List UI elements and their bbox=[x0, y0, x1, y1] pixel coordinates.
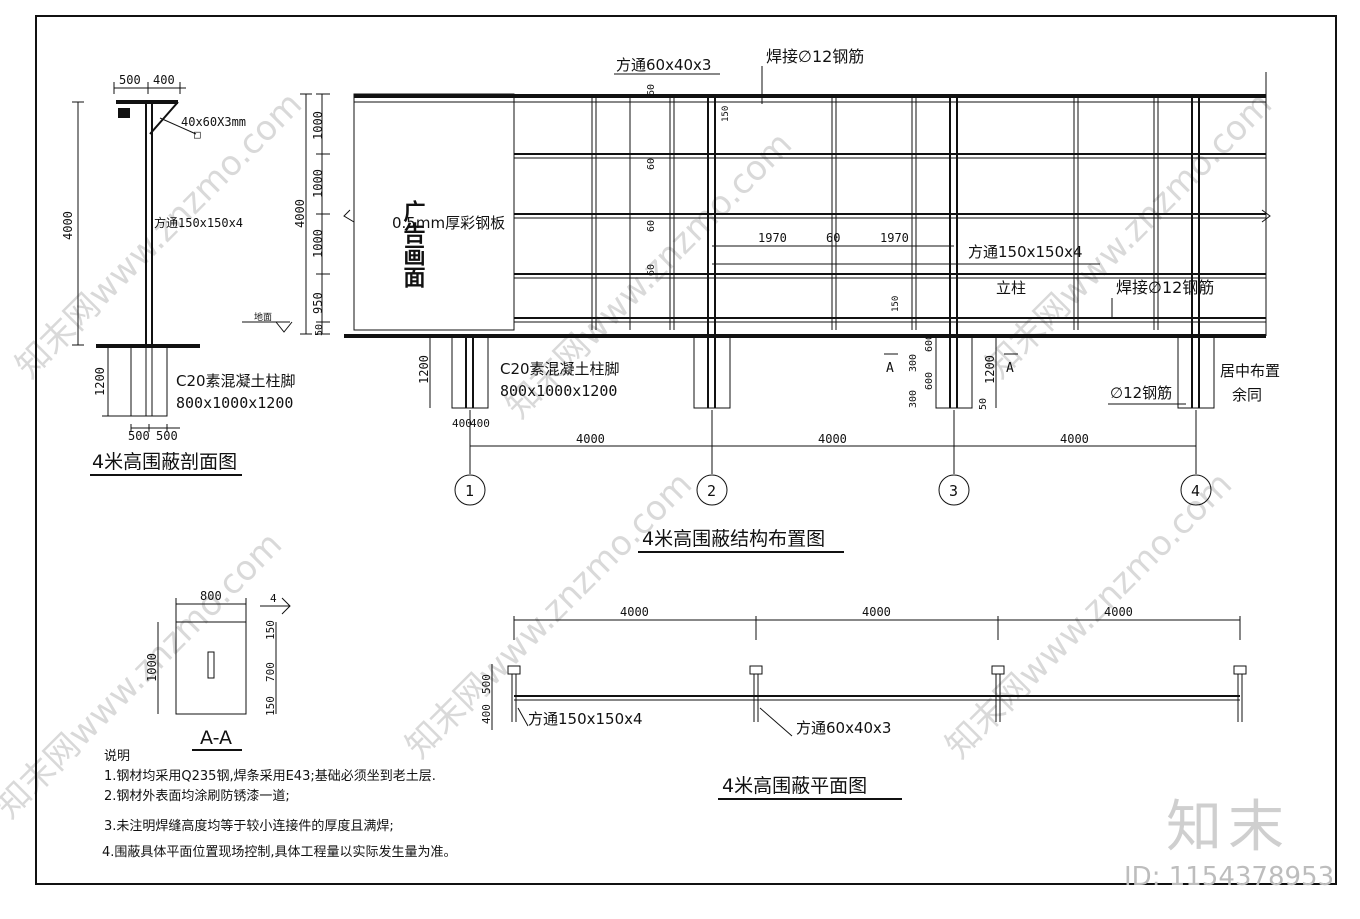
row-dim: 1000 bbox=[311, 169, 325, 198]
plan-view: 4000 4000 4000 500 400 方通150x150x4 方通60x… bbox=[480, 605, 1247, 800]
rebar-label: ∅12钢筋 bbox=[1110, 384, 1172, 402]
dim-150: 150 bbox=[721, 106, 731, 122]
dim-1200-b: 1200 bbox=[417, 355, 431, 384]
footing-label-b: 800x1000x1200 bbox=[500, 382, 617, 400]
dim-60: 60 bbox=[646, 220, 657, 232]
plan-title: 4米高围蔽平面图 bbox=[722, 775, 867, 797]
section-mark-a: A bbox=[1006, 361, 1014, 376]
dim-500: 500 bbox=[119, 73, 141, 87]
dim-600: 600 bbox=[924, 334, 935, 352]
row-dim: 1000 bbox=[311, 111, 325, 140]
axis-label: 3 bbox=[949, 482, 958, 500]
footing-label-2: 800x1000x1200 bbox=[176, 394, 293, 412]
structure-title: 4米高围蔽结构布置图 bbox=[642, 528, 825, 550]
aa-title: A-A bbox=[200, 727, 232, 749]
bay-dim: 4000 bbox=[576, 432, 605, 446]
detail-aa: 800 1000 150 700 150 4 A-A bbox=[145, 589, 291, 751]
dim-1200-c: 1200 bbox=[983, 355, 997, 384]
bracket-mark: □ bbox=[194, 128, 201, 141]
dim-400: 400 bbox=[470, 417, 490, 430]
watermark-text: 知末网www.znzmo.com bbox=[8, 84, 310, 386]
dim-300: 300 bbox=[908, 354, 919, 372]
dim-60: 60 bbox=[646, 158, 657, 170]
note-item: 2.钢材外表面均涂刷防锈漆一道; bbox=[104, 789, 290, 804]
dim-400: 400 bbox=[153, 73, 175, 87]
dim-500-b: 500 bbox=[128, 429, 150, 443]
plan-post-label: 方通150x150x4 bbox=[528, 710, 643, 728]
dim-400: 400 bbox=[452, 417, 472, 430]
span-dim-gap: 60 bbox=[826, 231, 840, 245]
bracket-label: 40x60X3mm bbox=[181, 115, 246, 129]
dim-150: 150 bbox=[891, 296, 901, 312]
dim-300: 300 bbox=[908, 390, 919, 408]
note-item: 3.未注明焊缝高度均等于较小连接件的厚度且满焊; bbox=[104, 819, 394, 834]
plan-bay-dim: 4000 bbox=[620, 605, 649, 619]
steel-panel-label: 0.5mm厚彩钢板 bbox=[392, 214, 505, 232]
post-name-label: 立柱 bbox=[996, 279, 1026, 297]
footing-label-a: C20素混凝土柱脚 bbox=[500, 360, 620, 378]
section-view: 500 400 40x60X3mm □ 方通150x150x4 4000 地面 … bbox=[61, 73, 296, 476]
span-dim-b: 1970 bbox=[880, 231, 909, 245]
top-tube-label: 方通60x40x3 bbox=[616, 56, 711, 74]
footing-label-1: C20素混凝土柱脚 bbox=[176, 372, 296, 390]
aa-dim-150-b: 150 bbox=[264, 696, 277, 716]
ad-text: 广告画面 bbox=[400, 199, 426, 289]
note-item: 4.围蔽具体平面位置现场控制,具体工程量以实际发生量为准。 bbox=[102, 845, 457, 860]
structure-view: 1000 1000 1000 950 50 4000 广告画面 0.5mm厚彩钢… bbox=[293, 47, 1280, 553]
center-note-1: 居中布置 bbox=[1220, 362, 1280, 380]
brand-logo: 知末 bbox=[1166, 795, 1290, 860]
aa-dim-height: 1000 bbox=[145, 653, 159, 682]
note-item: 1.钢材均采用Q235钢,焊条采用E43;基础必须坐到老土层. bbox=[104, 769, 436, 784]
dim-50: 50 bbox=[978, 398, 989, 410]
notes-heading: 说明 bbox=[104, 749, 131, 764]
axis-label: 4 bbox=[1191, 482, 1200, 500]
plan-dim-400: 400 bbox=[480, 704, 493, 724]
plan-bay-dim: 4000 bbox=[1104, 605, 1133, 619]
ground-label: 地面 bbox=[254, 311, 272, 323]
post-label: 方通150x150x4 bbox=[154, 215, 243, 230]
dim-60: 60 bbox=[646, 84, 657, 96]
weld-label-2: 焊接∅12钢筋 bbox=[1116, 278, 1214, 297]
dim-60: 60 bbox=[646, 264, 657, 276]
section-mark-a: A bbox=[886, 361, 894, 376]
row-dim: 50 bbox=[314, 324, 325, 336]
dim-1200: 1200 bbox=[93, 367, 107, 396]
post-spec-label: 方通150x150x4 bbox=[968, 243, 1083, 261]
bay-dim: 4000 bbox=[818, 432, 847, 446]
section-title: 4米高围蔽剖面图 bbox=[92, 451, 237, 473]
span-dim-a: 1970 bbox=[758, 231, 787, 245]
aa-dim-4: 4 bbox=[270, 592, 277, 605]
brand-id: ID: 1154378953 bbox=[1124, 862, 1335, 892]
axis-label: 1 bbox=[465, 482, 474, 500]
watermark-text: 知末网www.znzmo.com bbox=[938, 464, 1240, 766]
aa-dim-700: 700 bbox=[264, 662, 277, 682]
dim-600: 600 bbox=[924, 372, 935, 390]
aa-dim-width: 800 bbox=[200, 589, 222, 603]
bay-dim: 4000 bbox=[1060, 432, 1089, 446]
row-dim: 1000 bbox=[311, 229, 325, 258]
center-note-2: 余同 bbox=[1232, 386, 1262, 404]
top-weld-label: 焊接∅12钢筋 bbox=[766, 47, 864, 66]
aa-dim-150: 150 bbox=[264, 620, 277, 640]
dim-4000: 4000 bbox=[61, 211, 75, 240]
dim-500-c: 500 bbox=[156, 429, 178, 443]
row-dim: 950 bbox=[311, 292, 325, 314]
plan-rail-label: 方通60x40x3 bbox=[796, 719, 891, 737]
drawing-border bbox=[35, 15, 1337, 885]
plan-dim-500: 500 bbox=[480, 674, 493, 694]
axis-label: 2 bbox=[707, 482, 716, 500]
plan-bay-dim: 4000 bbox=[862, 605, 891, 619]
dim-total-h: 4000 bbox=[293, 199, 307, 228]
watermark-text: 知末网www.znzmo.com bbox=[978, 84, 1280, 386]
